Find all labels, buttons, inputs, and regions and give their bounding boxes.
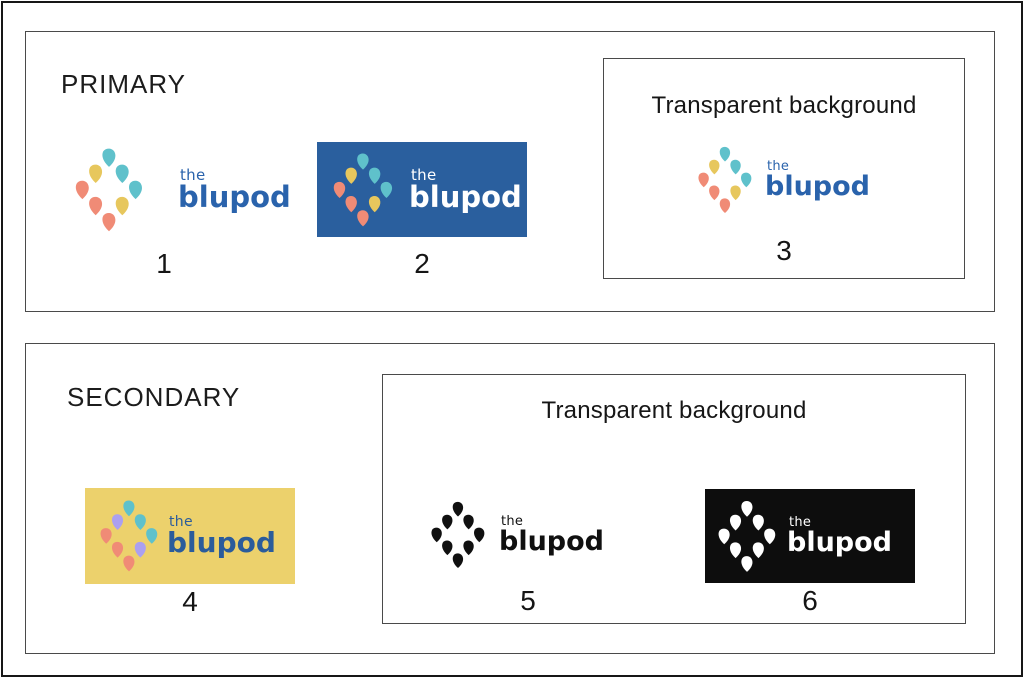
blupod-mark-icon: [431, 501, 485, 569]
blupod-mark-icon: [100, 500, 158, 572]
wordmark-prefix: the: [411, 165, 437, 184]
variant-number-5: 5: [520, 585, 536, 616]
wordmark: the blupod: [178, 168, 291, 212]
variant-number-4: 4: [182, 586, 198, 617]
wordmark-prefix: the: [180, 166, 206, 185]
variant-number-1: 1: [156, 248, 172, 279]
wordmark: the blupod: [167, 515, 276, 557]
wordmark-name: blupod: [409, 179, 522, 214]
logo-variant-6: the blupod: [705, 489, 915, 583]
variant-number-6: 6: [802, 585, 818, 616]
wordmark-prefix: the: [767, 159, 790, 175]
primary-section: PRIMARY the blupod 1 the blupod 2 Transp…: [25, 31, 995, 312]
secondary-section: SECONDARY the blupod 4 Transparent backg…: [25, 343, 995, 654]
wordmark-name: blupod: [787, 527, 893, 559]
transparent-box-secondary: Transparent background the blupod 5 the …: [382, 374, 966, 624]
secondary-section-label: SECONDARY: [67, 382, 241, 412]
wordmark-prefix: the: [501, 514, 524, 530]
variant-number-2: 2: [414, 248, 430, 279]
wordmark: the blupod: [499, 515, 604, 555]
blupod-mark-icon: [75, 148, 142, 232]
logo-variant-4: the blupod: [85, 488, 295, 584]
transparent-box-primary: Transparent background the blupod 3: [603, 58, 965, 279]
wordmark: the blupod: [765, 160, 870, 200]
wordmark: the blupod: [787, 516, 892, 556]
blupod-mark-icon: [718, 500, 776, 572]
wordmark-prefix: the: [789, 515, 812, 531]
wordmark-name: blupod: [178, 180, 291, 215]
wordmark-name: blupod: [765, 171, 871, 203]
logo-variant-2: the blupod: [317, 142, 527, 237]
wordmark: the blupod: [409, 165, 522, 214]
wordmark-name: blupod: [167, 526, 276, 560]
variant-number-3: 3: [776, 235, 792, 266]
transparent-box-label: Transparent background: [651, 92, 917, 119]
logo-variant-3: the blupod: [697, 145, 870, 215]
blupod-mark-icon: [698, 146, 752, 214]
wordmark-name: blupod: [499, 526, 605, 558]
blupod-mark-icon: [333, 152, 393, 226]
logo-variant-1: the blupod: [74, 148, 291, 232]
primary-section-label: PRIMARY: [61, 69, 186, 99]
transparent-box-label: Transparent background: [541, 397, 807, 424]
logo-variant-5: the blupod: [430, 500, 604, 570]
wordmark-prefix: the: [169, 514, 193, 531]
